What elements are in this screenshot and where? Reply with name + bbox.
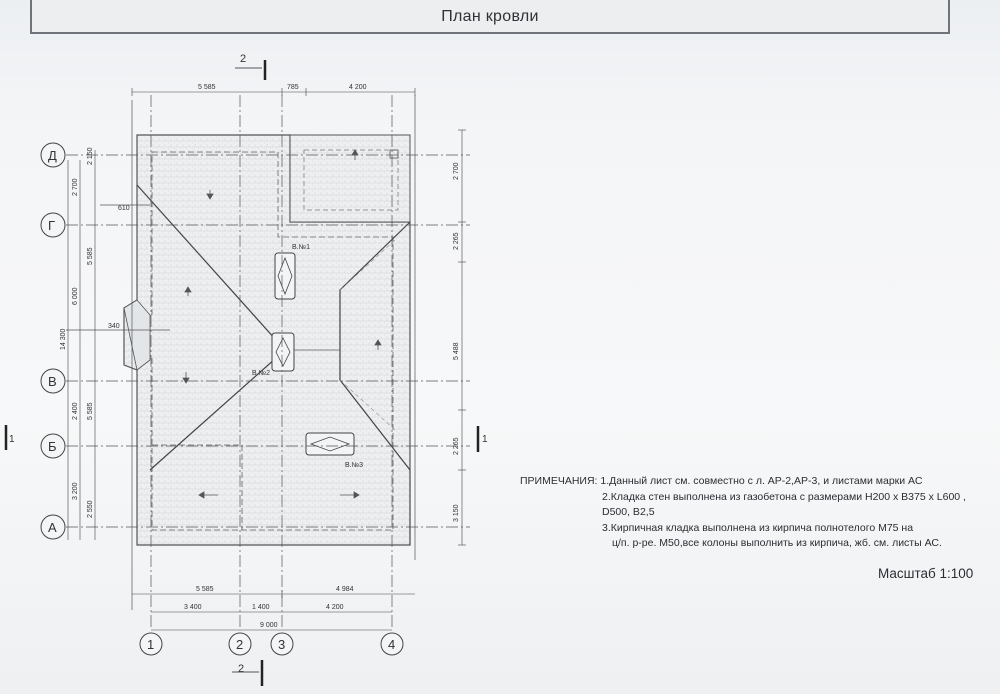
notes-block: ПРИМЕЧАНИЯ: 1.Данный лист см. совместно … [520, 474, 990, 552]
dim-top-2: 785 [287, 84, 299, 91]
bottom-dimensions [132, 590, 415, 631]
dim-bottom-3: 3 400 [184, 604, 202, 611]
axis-row-a: А [48, 520, 57, 535]
row-grid-lines [66, 154, 470, 528]
dim-left-inner-3: 5 585 [87, 402, 94, 420]
funnel-3-label: В.№3 [345, 462, 363, 469]
funnel-group: В.№1 В.№2 В.№3 [252, 244, 363, 469]
section-mark-right: 1 [482, 434, 488, 445]
section-mark-left: 1 [9, 434, 15, 445]
axis-col-1: 1 [147, 637, 154, 652]
note-line-3: D500, В2,5 [602, 506, 655, 518]
top-dimensions [131, 88, 416, 96]
funnel-3 [305, 432, 355, 456]
dim-left-mid-2: 6 000 [72, 287, 79, 305]
note-line-5: ц/п. р-ре. М50,все колоны выполнить из к… [612, 537, 942, 549]
scale-label: Масштаб 1:100 [878, 566, 974, 581]
dim-left-mid-1: 2 700 [72, 178, 79, 196]
funnel-2-label: В.№2 [252, 370, 270, 377]
note-line-2: 2.Кладка стен выполнена из газобетона с … [602, 490, 966, 503]
dim-right-1: 2 700 [453, 162, 460, 180]
right-dimensions [458, 129, 466, 546]
axis-row-g: Г [48, 218, 55, 233]
dim-top-3: 4 200 [349, 84, 367, 91]
axis-col-3: 3 [278, 637, 285, 652]
note-line-1: ПРИМЕЧАНИЯ: 1.Данный лист см. совместно … [520, 474, 990, 490]
dim-bottom-4: 1 400 [252, 604, 270, 611]
dim-right-2: 2 265 [453, 232, 460, 250]
dim-bottom-total: 9 000 [260, 622, 278, 629]
dim-left-inner-4: 2 550 [87, 500, 94, 518]
axis-row-b: Б [48, 439, 57, 454]
dim-left-mid-4: 3 200 [72, 482, 79, 500]
dim-left-total: 14 300 [60, 328, 67, 350]
notes-heading: ПРИМЕЧАНИЯ: [520, 475, 598, 487]
dim-right-3: 5 488 [453, 342, 460, 360]
dim-top-1: 5 585 [198, 84, 216, 91]
roof-outline [123, 134, 411, 546]
row-axis-bubbles [40, 142, 66, 540]
section-mark-top: 2 [240, 53, 246, 65]
axis-col-4: 4 [388, 637, 395, 652]
dim-bottom-2: 4 984 [336, 586, 354, 593]
drawing-title: План кровли [441, 8, 539, 25]
funnel-2 [271, 332, 295, 372]
section-mark-bottom: 2 [238, 663, 244, 675]
axis-row-d: Д [48, 148, 57, 163]
axis-col-2: 2 [236, 637, 243, 652]
slope-arrows [182, 149, 399, 499]
dim-bottom-1: 5 585 [196, 586, 214, 593]
axis-row-v: В [48, 374, 57, 389]
dim-left-mid-3: 2 400 [72, 402, 79, 420]
funnel-1-label: В.№1 [292, 244, 310, 251]
funnel-1 [274, 252, 296, 300]
note-line-4: 3.Кирпичная кладка выполнена из кирпича … [602, 521, 914, 534]
column-grid-lines [131, 95, 416, 630]
offset-label-2: 340 [108, 323, 120, 330]
dim-bottom-5: 4 200 [326, 604, 344, 611]
left-dimensions [67, 150, 96, 540]
dim-right-4: 2 265 [453, 437, 460, 455]
offset-label-1: 610 [118, 205, 130, 212]
column-axis-bubbles [139, 632, 404, 656]
section-marks [4, 60, 480, 686]
dim-left-inner-2: 5 585 [87, 247, 94, 265]
dim-left-inner-1: 2 150 [87, 147, 94, 165]
dim-right-5: 3 150 [453, 504, 460, 522]
note-text-1: 1.Данный лист см. совместно с л. АР-2,АР… [600, 475, 923, 487]
title-frame: План кровли [30, 0, 950, 34]
